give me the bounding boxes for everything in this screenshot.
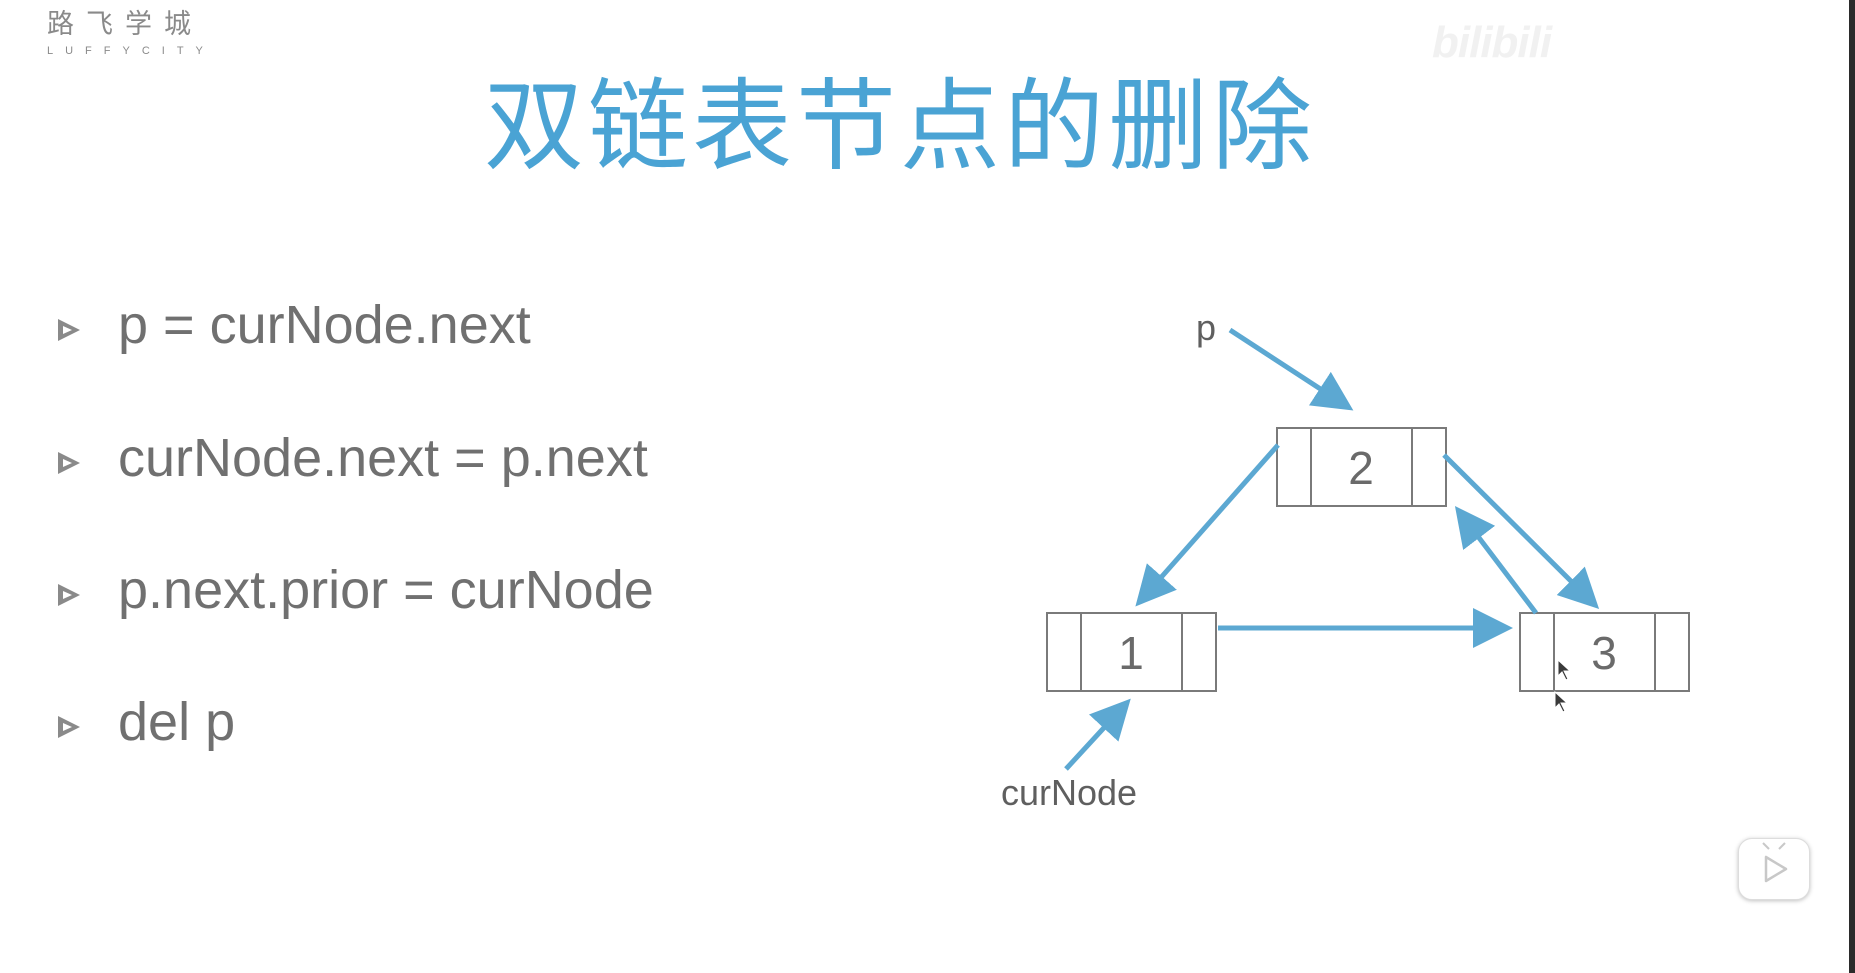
- play-button[interactable]: [1738, 838, 1810, 900]
- window-edge: [1849, 0, 1855, 973]
- logo-english: LUFFYCITY: [47, 45, 215, 57]
- logo-chinese: 路飞学城: [47, 9, 203, 40]
- luffycity-logo: 路飞学城 LUFFYCITY: [47, 8, 215, 58]
- node-1: [1046, 612, 1217, 692]
- arrow-curnode-to-node-1: [1064, 698, 1131, 771]
- bullet-triangle-icon: [56, 555, 118, 625]
- arrow-node-2-next-to-node-3: [1442, 453, 1600, 610]
- bullet-text: p.next.prior = curNode: [118, 560, 654, 620]
- node-1-box: [1046, 612, 1217, 692]
- node-3-box: [1519, 612, 1690, 692]
- bullet-item: del p: [56, 687, 235, 761]
- bullet-triangle-icon: [56, 423, 118, 493]
- bullet-triangle-icon: [56, 290, 118, 360]
- bullet-text: del p: [118, 692, 236, 752]
- arrow-p-to-node-2: [1228, 327, 1354, 411]
- arrow-node-2-prior-to-node-1: [1135, 443, 1280, 607]
- mouse-cursor-icon: [1554, 658, 1572, 713]
- bullet-item: p.next.prior = curNode: [56, 555, 654, 629]
- node-1-value: 1: [1118, 627, 1144, 679]
- bullet-text: p = curNode.next: [118, 295, 531, 355]
- bullet-triangle-icon: [56, 687, 118, 757]
- watermark-brand: bilibili: [1432, 18, 1552, 67]
- node-2-box: [1276, 427, 1447, 507]
- pointer-label-curnode: curNode: [1001, 772, 1137, 813]
- diagram-arrows: [1064, 327, 1600, 771]
- node-3: [1519, 612, 1690, 692]
- node-3-value: 3: [1591, 627, 1617, 679]
- video-watermark: bilibili: [1420, 18, 1820, 67]
- bullet-item: curNode.next = p.next: [56, 423, 648, 497]
- arrow-node-3-prior-to-node-2: [1454, 506, 1538, 615]
- play-icon: [1762, 842, 1788, 883]
- pointer-label-p: p: [1196, 307, 1216, 348]
- slide-title: 双链表节点的删除: [484, 68, 1316, 185]
- node-2-value: 2: [1348, 442, 1374, 494]
- bullet-text: curNode.next = p.next: [118, 428, 648, 488]
- node-2: [1276, 427, 1447, 507]
- bullet-item: p = curNode.next: [56, 290, 531, 364]
